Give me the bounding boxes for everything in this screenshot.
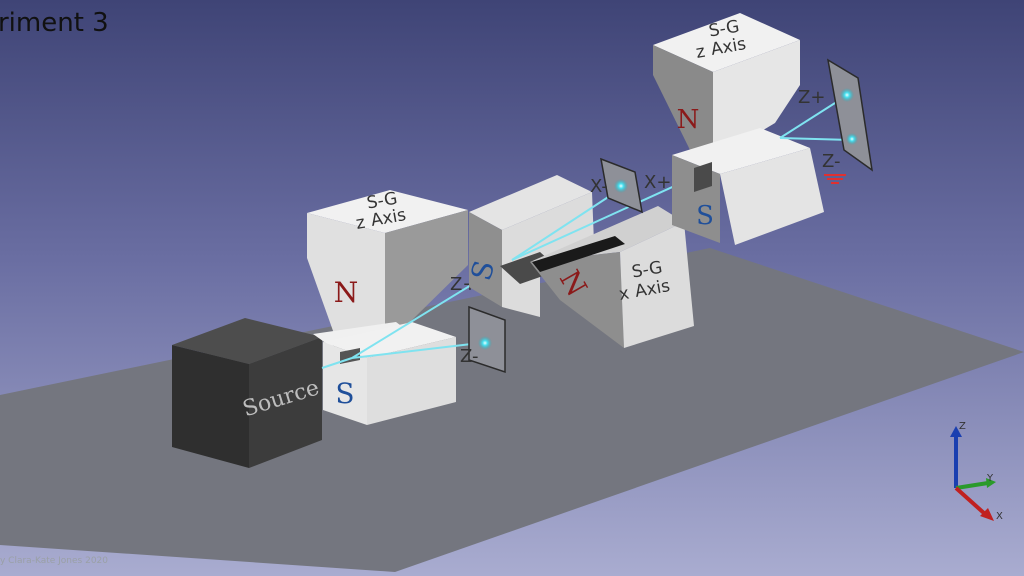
screen-m3: [826, 58, 874, 172]
magnet-1-axis-symbol: z: [354, 213, 366, 234]
magnet-3-axis-symbol: z: [694, 42, 706, 63]
axis-z-label: Z: [959, 421, 966, 432]
magnet-1-front-face: [307, 213, 385, 342]
label-m3-minus: Z-: [822, 151, 841, 172]
magnet-3-z-axis[interactable]: S-G z Axis N S: [653, 13, 824, 245]
screen-m2-minus: [600, 157, 643, 214]
magnet-2-x-axis[interactable]: S N S-G x Axis: [464, 175, 694, 348]
magnet-3-north-pole: N: [677, 105, 700, 135]
magnet-1-z-axis[interactable]: S-G z Axis N S: [307, 189, 468, 425]
magnet-3-south-pole: S: [696, 201, 714, 231]
label-m2-plus: X+: [644, 172, 671, 193]
magnet-1-south-pole: S: [335, 377, 354, 410]
axis-x-label: X: [996, 511, 1003, 522]
magnet-1-north-pole: N: [334, 276, 359, 309]
magnet-1-top-face: [307, 190, 468, 233]
credit-text: y Clara-Kate Jones 2020: [0, 556, 108, 566]
page-title: eriment 3: [0, 8, 109, 38]
screen-m1-minus: [468, 305, 506, 374]
beam-m1-down: [351, 342, 481, 359]
label-m3-plus: Z+: [798, 87, 825, 108]
magnet-1-side-face: [385, 210, 468, 342]
beam-m3-minus: [779, 137, 852, 141]
floor-plane: [0, 248, 1024, 572]
y-axis-arrow: [955, 481, 989, 490]
x-axis-arrow: [954, 486, 987, 516]
source-cube[interactable]: Source: [172, 318, 322, 468]
beam-source-to-magnet1: [321, 357, 353, 369]
label-m2-minus: X-: [590, 176, 608, 197]
label-m1-minus: Z-: [460, 346, 479, 367]
axis-y-label: Y: [986, 473, 994, 484]
magnet-2-axis-symbol: x: [617, 283, 630, 304]
axes-gizmo[interactable]: Z Y X: [950, 421, 1003, 522]
beam-m2-minus: [511, 187, 623, 261]
ground-symbol-icon: [824, 174, 846, 184]
